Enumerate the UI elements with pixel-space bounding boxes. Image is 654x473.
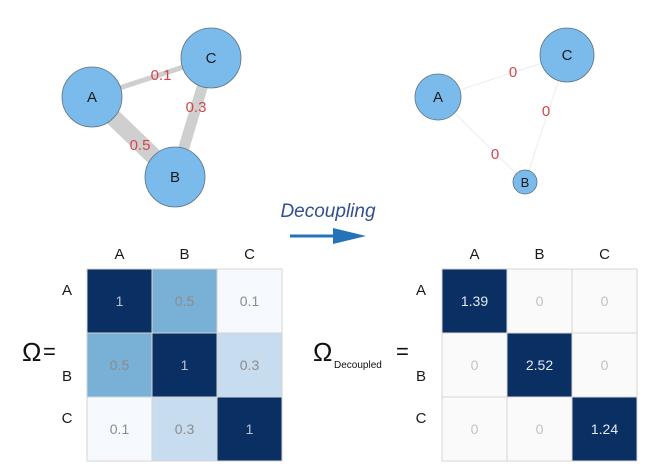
left-row-header-c: C [62, 410, 73, 427]
coupled-edge-label-a-b: 0.5 [130, 137, 151, 154]
right-cell-value-0-1: 0 [536, 293, 544, 309]
decoupling-transition: Decoupling [280, 201, 376, 244]
decoupled-subscript: Decoupled [334, 360, 382, 371]
right-col-header-a: A [469, 246, 479, 263]
left-equation: Ω = [22, 337, 56, 367]
right-equation: Ω Decoupled = [313, 337, 409, 371]
coupled-node-label-c: C [206, 50, 217, 67]
right-col-header-b: B [534, 246, 544, 263]
right-row-header-a: A [416, 282, 426, 299]
right-cell-value-2-2: 1.24 [591, 421, 618, 437]
right-matrix: A B C A B C 1.39 0 0 0 2.52 0 0 0 1.24 [416, 246, 638, 462]
coupled-edge-label-a-c: 0.1 [151, 67, 172, 84]
omega-symbol: Ω [22, 337, 41, 367]
left-cell-1-0 [86, 332, 153, 398]
right-cell-1-2 [571, 332, 638, 398]
left-matrix: A B C A B C 1 0.5 0.1 0.5 1 0.3 0.1 0.3 1 [62, 246, 283, 462]
right-cell-value-2-0: 0 [471, 421, 479, 437]
left-cell-value-1-0: 0.5 [110, 357, 130, 373]
coupled-node-label-a: A [87, 89, 97, 106]
coupled-node-c [180, 27, 242, 89]
coupled-node-label-b: B [170, 169, 180, 186]
coupled-graph: 0.1 0.3 0.5 A C B [61, 27, 242, 208]
left-cell-value-1-2: 0.3 [240, 357, 260, 373]
decoupled-node-a [414, 73, 462, 121]
left-cell-value-1-1: 1 [181, 357, 189, 373]
left-col-header-c: C [244, 246, 255, 263]
left-cell-2-2 [216, 396, 283, 462]
decoupled-edge-label-a-c: 0 [509, 64, 517, 81]
decoupled-node-c [539, 27, 595, 83]
left-cell-value-0-2: 0.1 [240, 293, 260, 309]
decoupled-node-label-a: A [433, 89, 443, 106]
right-row-header-b: B [416, 368, 426, 385]
left-col-header-b: B [179, 246, 189, 263]
decoupled-node-b [512, 169, 538, 195]
left-cell-value-2-1: 0.3 [175, 421, 195, 437]
coupled-edge-label-b-c: 0.3 [186, 99, 207, 116]
right-cell-value-1-0: 0 [471, 357, 479, 373]
decoupled-edge-label-b-c: 0 [542, 103, 550, 120]
left-equals-sign: = [43, 339, 56, 364]
decoupled-graph: 0 0 0 A C B [414, 27, 595, 195]
decoupled-node-label-b: B [521, 175, 530, 190]
omega-decoupled-symbol: Ω [313, 337, 332, 367]
left-cell-2-0 [86, 396, 153, 462]
right-cell-value-1-1: 2.52 [526, 357, 553, 373]
left-cell-0-0 [86, 268, 153, 334]
right-cell-value-0-2: 0 [601, 293, 609, 309]
left-cell-1-2 [216, 332, 283, 398]
decoupling-arrow-icon [290, 228, 366, 244]
left-col-header-a: A [114, 246, 124, 263]
coupled-node-b [144, 146, 206, 208]
right-cell-1-1 [506, 332, 573, 398]
right-equals-sign: = [396, 339, 409, 364]
decoupled-node-label-c: C [562, 47, 573, 64]
left-cell-2-1 [151, 396, 218, 462]
decoupling-label: Decoupling [280, 201, 375, 222]
decoupled-edge-label-a-b: 0 [491, 146, 499, 163]
right-cell-2-1 [506, 396, 573, 462]
right-cell-1-0 [441, 332, 508, 398]
coupled-node-a [61, 66, 123, 128]
right-row-header-c: C [416, 410, 427, 427]
left-cell-value-2-2: 1 [246, 421, 254, 437]
left-cell-value-2-0: 0.1 [110, 421, 130, 437]
left-cell-value-0-1: 0.5 [175, 293, 195, 309]
right-cell-value-1-2: 0 [601, 357, 609, 373]
left-row-header-a: A [62, 282, 72, 299]
right-col-header-c: C [599, 246, 610, 263]
right-cell-2-2 [571, 396, 638, 462]
right-cell-value-0-0: 1.39 [461, 293, 488, 309]
left-row-header-b: B [62, 368, 72, 385]
left-cell-value-0-0: 1 [116, 293, 124, 309]
right-cell-value-2-1: 0 [536, 421, 544, 437]
